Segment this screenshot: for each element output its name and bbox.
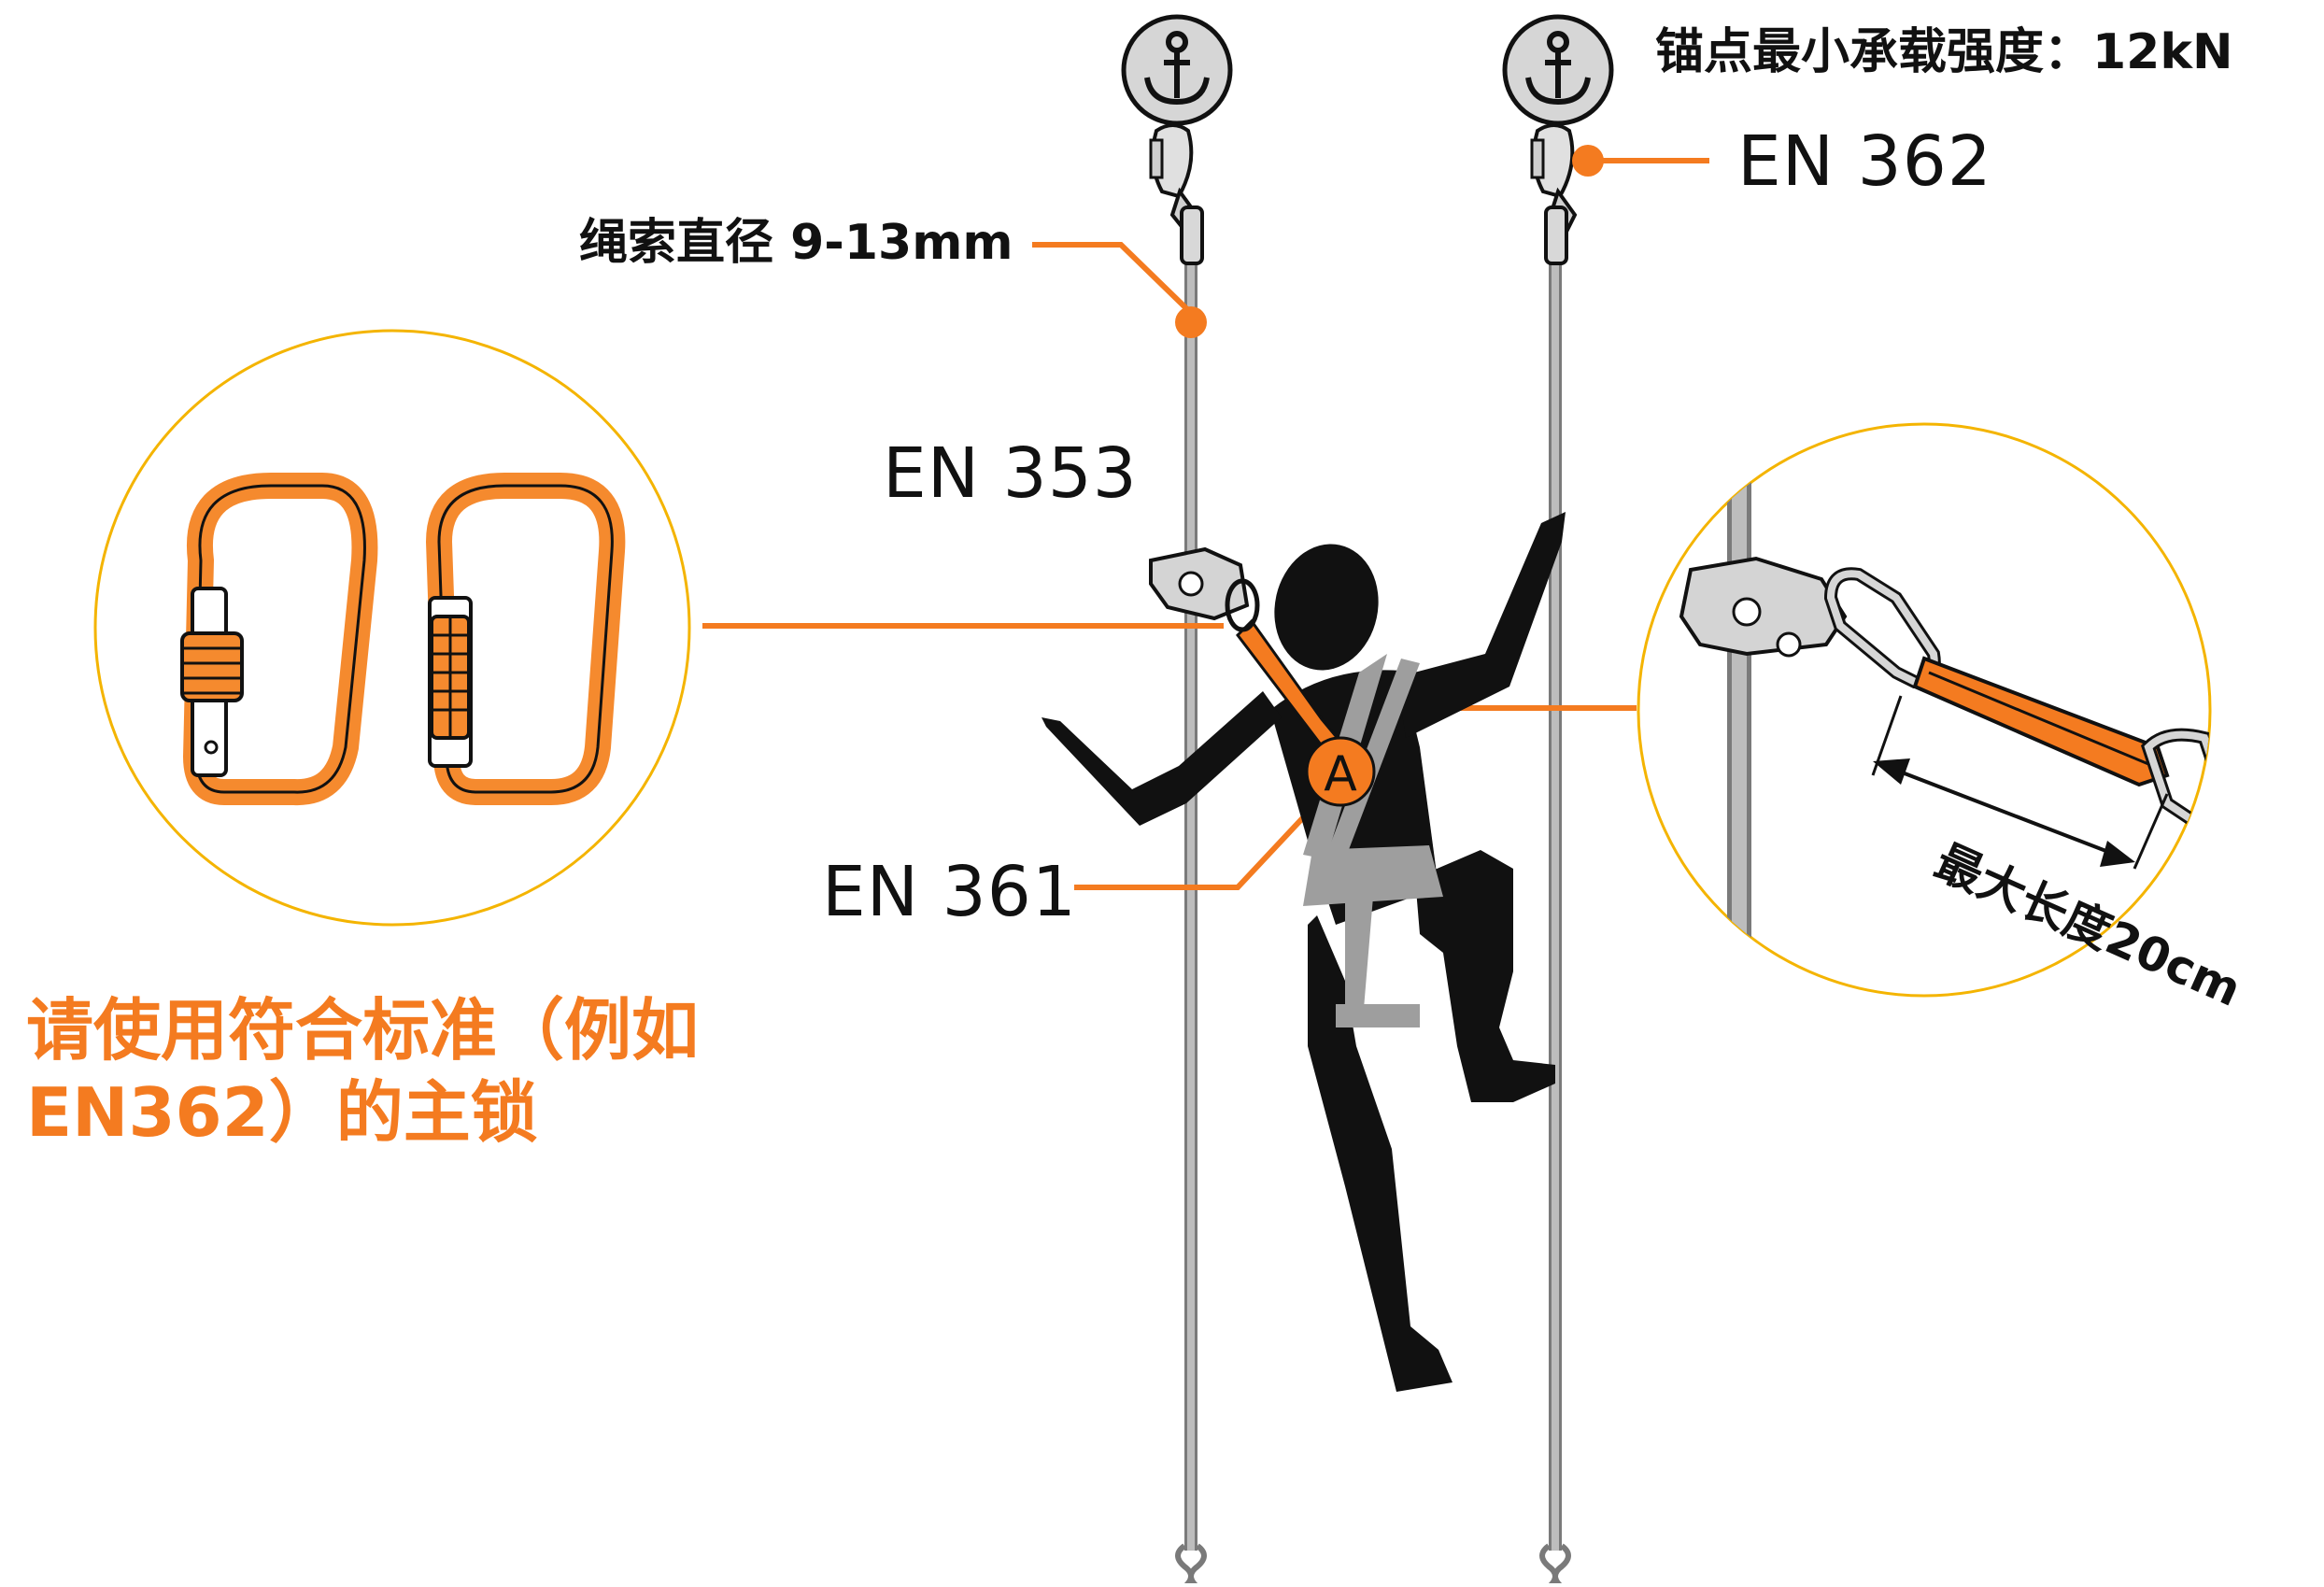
left-rope-knot — [1175, 1543, 1207, 1587]
left-anchor-carabiner-icon — [1149, 123, 1194, 199]
rope-diameter-leader — [1032, 242, 1194, 316]
connector-note: 请使用符合标准（例如 EN362）的主锁 — [26, 990, 886, 1155]
right-anchor — [1502, 14, 1614, 265]
right-rope — [1539, 234, 1571, 1587]
harness-point-a — [1305, 736, 1376, 807]
climber-figure-icon — [1042, 512, 1566, 1392]
harness — [1303, 654, 1443, 1027]
connector-note-line2: EN362）的主锁 — [26, 1072, 538, 1152]
connector-callout — [93, 329, 691, 927]
right-anchor-carabiner-icon — [1530, 123, 1575, 199]
en362-label: EN 362 — [1737, 121, 1992, 202]
carabiner-icon — [425, 473, 626, 805]
right-rope-knot — [1539, 1543, 1571, 1587]
anchor-icon — [1525, 31, 1591, 106]
connector-note-line1: 请使用符合标准（例如 — [26, 991, 700, 1070]
anchor-icon — [1144, 31, 1210, 106]
rope-diameter-label: 绳索直径 9-13mm — [579, 215, 1013, 271]
fall-arrester-icon — [1149, 546, 1260, 632]
en353-label: EN 353 — [883, 433, 1138, 514]
lanyard-length-callout — [1637, 422, 2212, 998]
carabiner-icon — [180, 473, 378, 806]
en362-dot — [1572, 145, 1604, 177]
left-anchor — [1121, 14, 1233, 265]
en361-label: EN 361 — [822, 852, 1077, 932]
left-rope — [1175, 234, 1207, 1587]
rope-diameter-dot — [1175, 306, 1207, 338]
harness-point-label: A — [1324, 746, 1357, 802]
anchor-strength-label: 锚点最小承载强度：12kN — [1655, 24, 2233, 80]
